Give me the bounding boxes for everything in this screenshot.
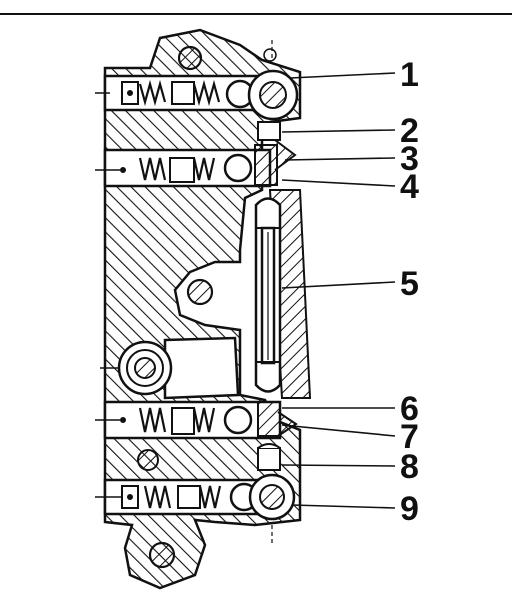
bolt-bottom [148, 541, 176, 569]
callout-1: 1 [400, 56, 419, 94]
push-rod [254, 197, 282, 393]
plug-chamber [100, 336, 240, 400]
callout-5: 5 [400, 265, 419, 303]
lower-bore [95, 400, 298, 440]
leader-8 [281, 464, 396, 467]
bottom-bore [95, 478, 272, 516]
bolt-top [177, 45, 203, 71]
bolt-lower-left [137, 449, 159, 471]
callout-4: 4 [400, 168, 419, 206]
leader-2 [281, 129, 396, 133]
callout-6: 6 [400, 390, 419, 428]
leader-9 [291, 504, 396, 509]
leader-5 [281, 281, 396, 289]
ball-seat-8 [257, 447, 281, 471]
bolt-side [186, 278, 214, 306]
callout-8: 8 [400, 448, 419, 486]
leader-4 [281, 179, 396, 187]
callout-7: 7 [400, 418, 419, 456]
ball-seat-2 [257, 121, 281, 141]
leader-lines [281, 72, 396, 509]
leader-1 [289, 72, 396, 79]
callout-9: 9 [400, 490, 419, 528]
callout-3: 3 [400, 140, 419, 178]
leader-3 [284, 157, 396, 161]
upper-bore [95, 74, 267, 112]
callout-labels: 1 2 3 4 5 6 7 8 9 [400, 56, 419, 528]
middle-bore [95, 139, 297, 188]
leader-7 [281, 424, 396, 437]
callout-2: 2 [400, 112, 419, 150]
